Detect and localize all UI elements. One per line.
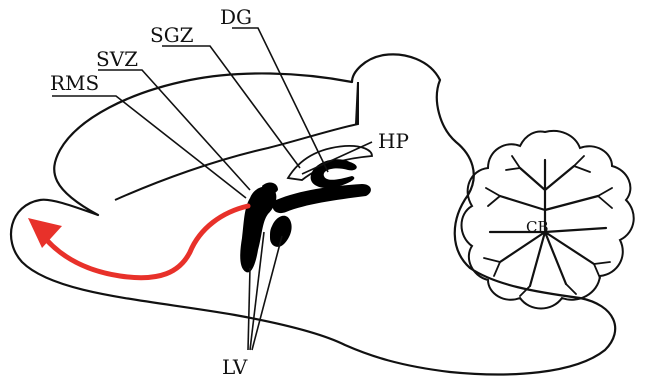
leader-lv-1 [248,268,250,350]
rms-migration-path [40,206,248,278]
dentate-gyrus-shape [311,159,357,188]
label-rms: RMS [50,71,99,95]
leader-dg [232,28,328,172]
dentate-gyrus-inner [333,170,348,177]
rms-arrowhead [28,218,62,248]
hippocampal-band [273,184,371,213]
label-lv: LV [222,355,248,379]
label-hp: HP [378,129,409,153]
leader-svz [98,70,250,190]
label-cb: CB [526,218,549,236]
label-svz: SVZ [96,47,138,71]
label-sgz: SGZ [150,23,194,47]
label-dg: DG [220,5,252,29]
leader-sgz [162,46,300,168]
brain-outline [11,54,615,374]
leader-rms [52,96,246,198]
